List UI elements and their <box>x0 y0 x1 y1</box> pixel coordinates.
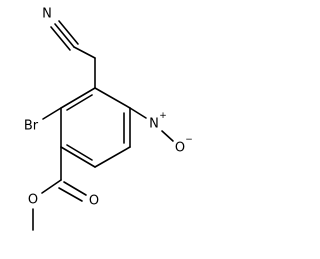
nitrile-nitrogen-label: N <box>42 7 52 22</box>
triple-bond-center <box>54 23 75 48</box>
ring-double-bond-c4-c5 <box>66 144 93 161</box>
ring-bond-c1-c2 <box>94 87 131 109</box>
ring-double-bond-c6-c1 <box>66 94 93 111</box>
nitro-oxygen-charge: − <box>185 135 193 145</box>
ester-oxygen-label: O <box>28 193 38 208</box>
bond-carbonyl-ester-o <box>41 179 62 194</box>
nitro-oxygen-label: O <box>175 141 185 156</box>
benzene-ring <box>60 87 131 168</box>
methyl-ester-group: O O <box>28 146 99 231</box>
nitro-group: N + O − <box>129 107 193 156</box>
cyanomethyl-group: N <box>42 7 96 89</box>
ring-bond-c4-c5 <box>60 146 96 168</box>
ring-bond-c3-c4 <box>94 146 131 168</box>
bond-ch2-cn <box>73 46 96 59</box>
bond-c6-br <box>42 107 62 120</box>
carbonyl-double-bond-a <box>63 181 87 196</box>
nitro-nitrogen-charge: + <box>159 111 167 121</box>
triple-bond-right <box>58 20 79 45</box>
bromine-label: Br <box>24 119 39 134</box>
triple-bond-left <box>50 26 71 51</box>
nitro-nitrogen-label: N <box>149 117 159 132</box>
carbonyl-double-bond-b <box>58 187 83 202</box>
bond-c2-n <box>129 107 147 119</box>
structure-diagram: N Br N + O − O O <box>24 7 193 231</box>
bond-n-o <box>161 130 174 142</box>
carbonyl-oxygen-label: O <box>89 194 99 209</box>
ring-bond-c6-c1 <box>60 87 96 109</box>
bromo-substituent: Br <box>24 107 62 134</box>
